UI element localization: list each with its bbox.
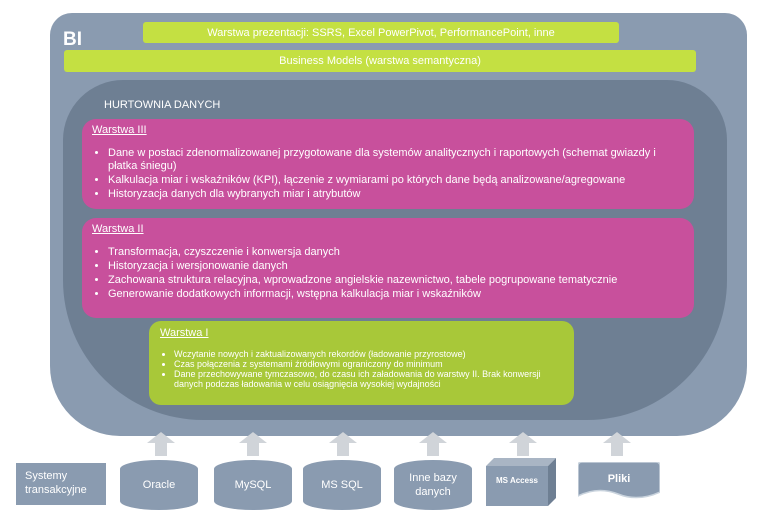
- mysql-label: MySQL: [234, 479, 272, 491]
- data-warehouse-title: HURTOWNIA DANYCH: [104, 99, 221, 111]
- layer-1-title: Warstwa I: [160, 327, 209, 339]
- up-arrow-icon: [509, 432, 537, 456]
- layer-3-list: Dane w postaci zdenormalizowanej przygot…: [92, 147, 684, 201]
- list-item: Historyzacja i wersjonowanie danych: [108, 260, 684, 273]
- database-icon: Inne bazy danych: [394, 460, 472, 510]
- oracle-label: Oracle: [142, 479, 176, 491]
- ms-access-label: MS Access: [496, 476, 538, 485]
- layer-3: Warstwa III Dane w postaci zdenormalizow…: [82, 119, 694, 209]
- mssql-label: MS SQL: [321, 479, 363, 491]
- cube-icon: [486, 458, 556, 506]
- list-item: Czas połączenia z systemami źródłowymi o…: [174, 359, 564, 369]
- layer-2-list: Transformacja, czyszczenie i konwersja d…: [92, 246, 684, 301]
- database-icon: MySQL: [214, 460, 292, 510]
- list-item: Kalkulacja miar i wskaźników (KPI), łącz…: [108, 174, 684, 187]
- list-item: Dane w postaci zdenormalizowanej przygot…: [108, 147, 684, 173]
- layer-2-title: Warstwa II: [92, 223, 144, 235]
- up-arrow-icon: [147, 432, 175, 456]
- business-models-bar: Business Models (warstwa semantyczna): [64, 50, 696, 72]
- files-label: Pliki: [607, 473, 631, 485]
- systems-transactional-box: Systemy transakcyjne: [16, 463, 106, 505]
- other-db-label: Inne bazy danych: [409, 472, 457, 498]
- database-icon: MS SQL: [303, 460, 381, 510]
- database-icon: Oracle: [120, 460, 198, 510]
- list-item: Transformacja, czyszczenie i konwersja d…: [108, 246, 684, 259]
- up-arrow-icon: [329, 432, 357, 456]
- up-arrow-icon: [239, 432, 267, 456]
- layer-2: Warstwa II Transformacja, czyszczenie i …: [82, 218, 694, 318]
- list-item: Dane przechowywane tymczasowo, do czasu …: [174, 369, 564, 389]
- list-item: Zachowana struktura relacyjna, wprowadzo…: [108, 274, 684, 287]
- presentation-layer-bar: Warstwa prezentacji: SSRS, Excel PowerPi…: [143, 22, 619, 43]
- bi-label: BI: [63, 29, 82, 50]
- list-item: Generowanie dodatkowych informacji, wstę…: [108, 288, 684, 301]
- up-arrow-icon: [419, 432, 447, 456]
- list-item: Historyzacja danych dla wybranych miar i…: [108, 188, 684, 201]
- up-arrow-icon: [603, 432, 631, 456]
- layer-1-list: Wczytanie nowych i zaktualizowanych reko…: [160, 349, 564, 389]
- layer-1: Warstwa I Wczytanie nowych i zaktualizow…: [149, 321, 574, 405]
- layer-3-title: Warstwa III: [92, 124, 147, 136]
- file-icon: [578, 462, 660, 499]
- list-item: Wczytanie nowych i zaktualizowanych reko…: [174, 349, 564, 359]
